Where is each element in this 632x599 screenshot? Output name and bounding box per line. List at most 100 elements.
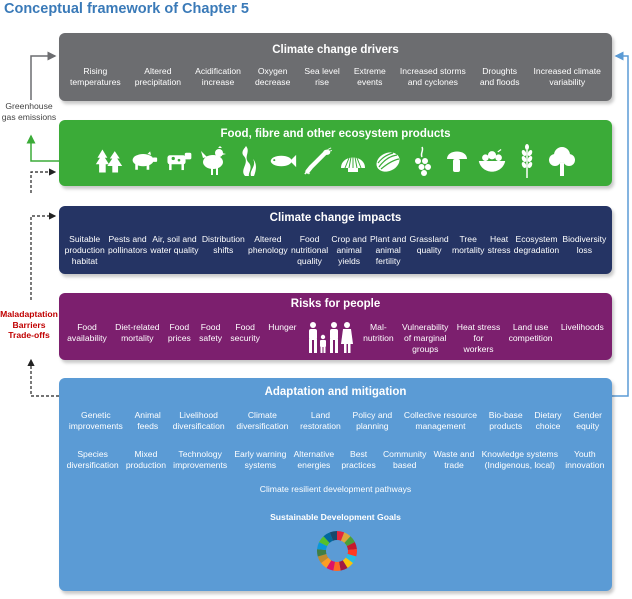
sdg-segment (345, 554, 357, 564)
sdg-segment (321, 557, 332, 568)
risk-item-5: Hunger (268, 322, 297, 332)
wheat-icon (513, 144, 541, 178)
maladaptation-arrow-impacts (30, 212, 57, 300)
adapt-item-row2-2: Technology improvements (173, 449, 228, 470)
driver-item-3: Oxygen decrease (255, 66, 291, 87)
drivers-title: Climate change drivers (272, 44, 399, 56)
pig-icon (130, 145, 158, 177)
risk-item-right-0: Mal- nutrition (363, 322, 394, 343)
adapt-item-row2-5: Best practices (341, 449, 376, 470)
food-title: Food, fibre and other ecosystem products (220, 128, 451, 140)
risk-item-4: Food security (230, 322, 260, 343)
risk-item-0: Food availability (67, 322, 107, 343)
impact-item-5: Food nutritional quality (290, 234, 329, 266)
adapt-item-row1-5: Policy and planning (352, 410, 393, 431)
adapt-item-row2-4: Alternative energies (293, 449, 335, 470)
seaweed-icon (234, 145, 262, 177)
driver-item-5: Extreme events (353, 66, 386, 87)
maladaptation-arrow-food (30, 168, 57, 193)
impact-item-10: Heat stress (487, 234, 511, 255)
driver-item-2: Acidification increase (195, 66, 241, 87)
sdg-segment (346, 542, 357, 550)
risks-title: Risks for people (290, 298, 381, 310)
adapt-item-row2-6: Community based (382, 449, 427, 470)
risk-item-right-1: Vulnerability of marginal groups (401, 322, 449, 354)
driver-item-0: Rising temperatures (70, 66, 121, 87)
impact-item-6: Crop and animal yields (331, 234, 367, 266)
maladaptation-arrow-adapt (27, 358, 59, 397)
sdg-segment (329, 531, 337, 541)
adapt-panel: Adaptation and mitigation Genetic improv… (59, 378, 612, 591)
maladaptation-label: Maladaptation Barriers Trade-offs (0, 309, 58, 340)
impact-item-0: Suitable production habitat (64, 234, 105, 266)
sdg-segment (333, 561, 341, 571)
impact-item-9: Tree mortality (451, 234, 485, 255)
adapt-item-row2-3: Early warning systems (234, 449, 287, 470)
chicken-icon (200, 145, 228, 177)
sdg-segment (344, 536, 355, 547)
adapt-item-row1-6: Collective resource management (403, 410, 477, 431)
impact-item-3: Distribution shifts (201, 234, 245, 255)
adapt-item-row2-7: Waste and trade (433, 449, 475, 470)
adapt-item-row1-2: Livelihood diversification (172, 410, 225, 431)
melon-icon (374, 145, 402, 177)
adapt-item-row1-3: Climate diversification (236, 410, 289, 431)
impacts-panel: Climate change impacts Suitable producti… (59, 206, 612, 274)
sdg-segment (340, 532, 351, 543)
grapes-icon (409, 145, 437, 177)
fish-icon (269, 145, 297, 177)
sdg-title: Sustainable Development Goals (270, 512, 401, 522)
adapt-title: Adaptation and mitigation (264, 386, 407, 398)
ghg-arrow-food (26, 134, 59, 162)
impact-item-11: Ecosystem degradation (513, 234, 560, 255)
risks-panel: Risks for people Food availability Diet-r… (59, 293, 612, 360)
sdg-segment (347, 549, 357, 557)
adapt-item-row2-1: Mixed production (125, 449, 166, 470)
sdg-segment (317, 554, 329, 564)
driver-item-4: Sea level rise (304, 66, 340, 87)
adapt-item-row1-9: Gender equity (573, 410, 603, 431)
risk-item-2: Food prices (167, 322, 191, 343)
sdg-segment (319, 536, 330, 547)
tree-icon (548, 145, 576, 177)
lobster-icon (304, 145, 333, 177)
impact-item-2: Air, soil and water quality (150, 234, 199, 255)
adapt-item-row1-0: Genetic improvements (68, 410, 123, 431)
impact-item-8: Grassland quality (409, 234, 449, 255)
page-title: Conceptual framework of Chapter 5 (4, 1, 249, 17)
cow-icon (165, 145, 193, 177)
sdg-segment (323, 532, 334, 543)
people-icon (305, 322, 355, 359)
risk-item-right-3: Land use competition (508, 322, 553, 343)
sdg-segment (317, 549, 327, 557)
adapt-item-row2-9: Youth innovation (565, 449, 605, 470)
impact-item-4: Altered phenology (248, 234, 288, 255)
risk-item-right-2: Heat stress for workers (456, 322, 501, 354)
impact-item-1: Pests and pollinators (107, 234, 148, 255)
food-panel: Food, fibre and other ecosystem products (59, 120, 612, 186)
adapt-item-row1-8: Dietary choice (534, 410, 562, 431)
driver-item-1: Altered precipitation (134, 66, 182, 87)
sdg-segment (339, 560, 348, 571)
food-icons (95, 142, 576, 180)
drivers-panel: Climate change drivers Rising temperatur… (59, 33, 612, 101)
adapt-item-row1-1: Animal feeds (134, 410, 161, 431)
ghg-arrow-up (30, 51, 57, 100)
impact-item-7: Plant and animal fertility (370, 234, 407, 266)
sdg-segment (326, 560, 335, 571)
adapt-item-row1-4: Land restoration (300, 410, 341, 431)
impact-item-12: Biodiversity loss (562, 234, 607, 255)
pathways-label: Climate resilient development pathways (259, 484, 412, 494)
adapt-item-row1-7: Bio-base products (488, 410, 523, 431)
adapt-item-row2-8: Knowledge systems (Indigenous, local) (481, 449, 558, 470)
sdg-segment (342, 557, 353, 568)
driver-item-6: Increased storms and cyclones (399, 66, 466, 87)
mushroom-icon (443, 145, 471, 177)
clam-icon (339, 145, 367, 177)
risk-item-right-4: Livelihoods (560, 322, 604, 332)
adapt-item-row2-0: Species diversification (66, 449, 119, 470)
risk-item-1: Diet-related mortality (115, 322, 160, 343)
sdg-segment (337, 531, 345, 541)
driver-item-8: Increased climate variability (533, 66, 601, 87)
